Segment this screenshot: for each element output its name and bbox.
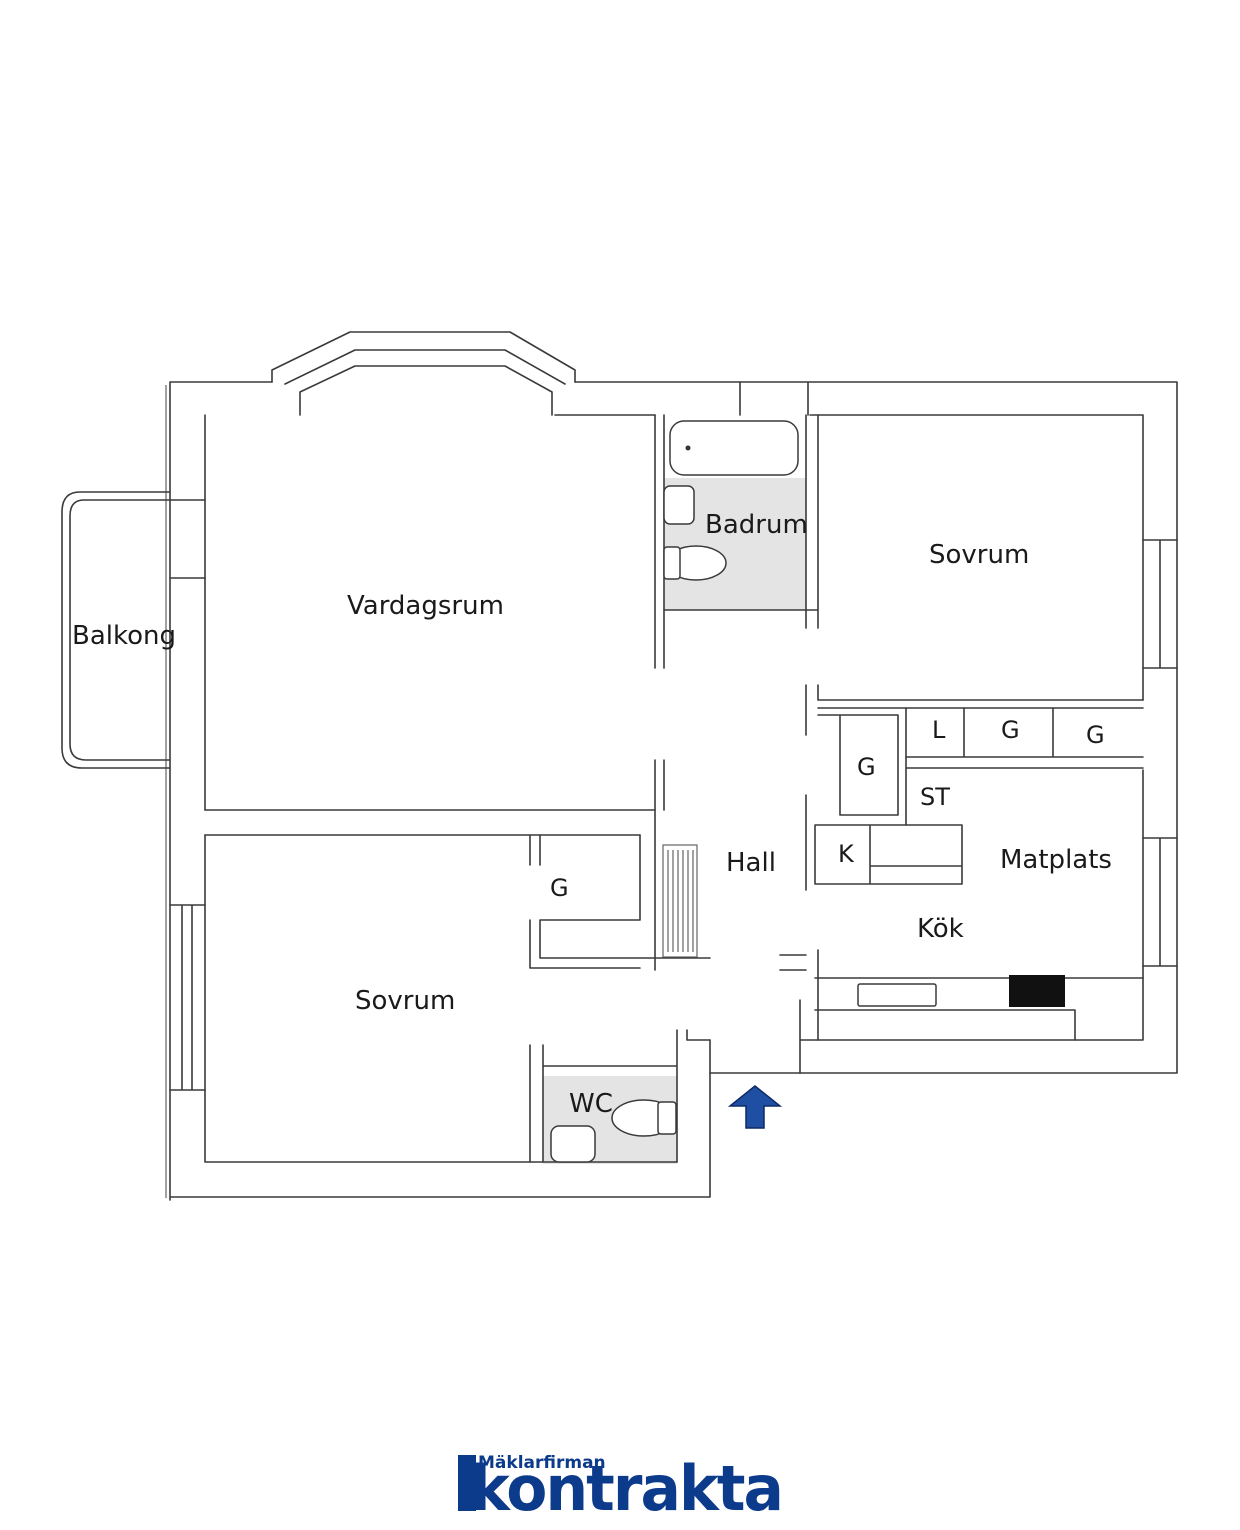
interior-walls [204, 381, 1144, 1163]
storage-label-g-bedroom: G [550, 874, 569, 902]
storage-label-k: K [838, 840, 855, 868]
room-label-sovrum-2: Sovrum [355, 986, 455, 1016]
room-label-badrum: Badrum [705, 510, 808, 540]
logo-bar [458, 1455, 476, 1511]
kontrakta-logo: Mäklarfirman kontrakta [458, 1452, 784, 1525]
storage-label-st: ST [920, 783, 950, 811]
bathroom-sink-icon [663, 485, 695, 525]
room-label-hall: Hall [726, 848, 776, 878]
room-label-kok: Kök [917, 914, 964, 944]
storage-label-g-top-1: G [1001, 716, 1020, 744]
stove-icon [1009, 975, 1065, 1007]
balcony [61, 491, 206, 769]
tub-drain-icon [685, 445, 691, 451]
wc-toilet-tank-icon [657, 1101, 677, 1135]
storage-label-g-top-2: G [1086, 721, 1105, 749]
arrow-up-icon [727, 1085, 783, 1129]
room-label-sovrum-1: Sovrum [929, 540, 1029, 570]
bathtub-icon [669, 420, 799, 476]
toilet-tank-icon [663, 546, 681, 580]
kitchen-counter [779, 949, 1144, 1074]
room-label-wc: WC [569, 1089, 613, 1119]
storage-label-l: L [932, 716, 946, 744]
kitchen-storage [814, 707, 1144, 885]
outer-walls [165, 381, 1178, 1201]
room-label-vardagsrum: Vardagsrum [347, 591, 504, 621]
hall-shoe-rack [662, 844, 698, 958]
storage-label-g-hall: G [857, 753, 876, 781]
bay-window [271, 331, 576, 416]
kitchen-sink-icon [857, 983, 937, 1007]
room-label-matplats: Matplats [1000, 845, 1112, 875]
logo-small-text: Mäklarfirman [478, 1453, 606, 1473]
logo-big-text: kontrakta [470, 1452, 782, 1525]
room-label-balkong: Balkong [72, 621, 176, 651]
windows [169, 539, 1178, 1091]
wc-sink-icon [550, 1125, 596, 1163]
